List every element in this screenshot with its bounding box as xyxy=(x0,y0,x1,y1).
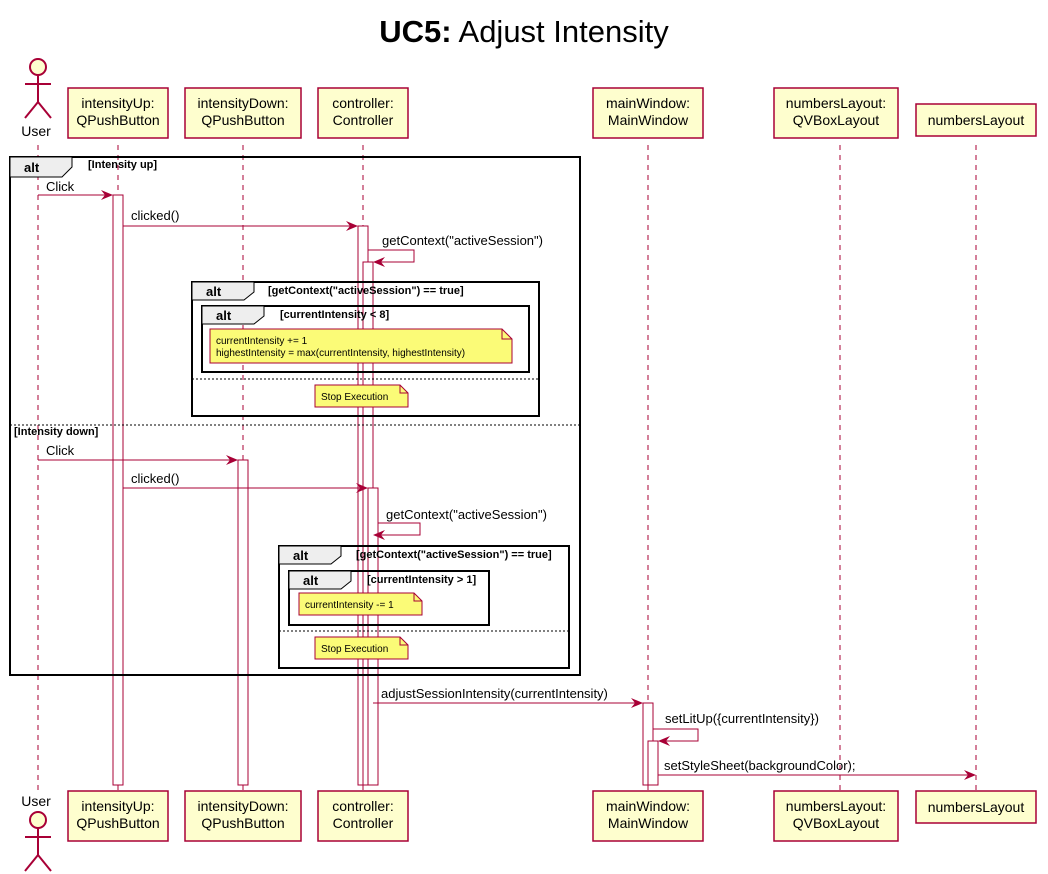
participant-numbers-layout-qvbox: numbersLayout: QVBoxLayout xyxy=(773,790,899,842)
activation-intensity-up xyxy=(112,194,124,786)
participant-numbers-layout-qvbox: numbersLayout: QVBoxLayout xyxy=(773,87,899,139)
outer-frame-tab xyxy=(9,156,73,178)
svg-text:Controller: Controller xyxy=(333,112,394,128)
participant-intensity-down: intensityDown: QPushButton xyxy=(184,87,302,139)
up-alt1-tab xyxy=(191,281,255,301)
up-alt2-label: alt xyxy=(216,308,232,323)
svg-text:intensityDown:: intensityDown: xyxy=(197,95,288,111)
down-alt2-tab xyxy=(288,570,352,590)
actor-user-label: User xyxy=(21,123,51,139)
down-alt2-border xyxy=(288,570,490,626)
up-alt2-border xyxy=(201,305,530,373)
svg-text:controller:: controller: xyxy=(332,95,393,111)
message-label: clicked() xyxy=(131,471,179,486)
svg-text:numbersLayout: numbersLayout xyxy=(928,799,1025,815)
down-decrement-note: currentIntensity -= 1 xyxy=(298,592,423,616)
participant-intensity-down: intensityDown: QPushButton xyxy=(184,790,302,842)
actor-head xyxy=(29,58,47,76)
down-stop-note: Stop Execution xyxy=(314,636,409,660)
outer-guard-down: [Intensity down] xyxy=(14,426,99,438)
down-decrement-note-box xyxy=(298,592,423,616)
svg-text:intensityUp:: intensityUp: xyxy=(81,95,154,111)
participants-bottom: intensityUp: QPushButton intensityDown: … xyxy=(67,790,1037,842)
participant-numbers-layout: numbersLayout xyxy=(915,790,1037,824)
down-alt1-label: alt xyxy=(293,548,309,563)
participant-controller: controller: Controller xyxy=(317,87,409,139)
message-label: adjustSessionIntensity(currentIntensity) xyxy=(381,686,608,701)
outer-guard-up: [Intensity up] xyxy=(88,159,157,171)
actor-user-top: User xyxy=(21,58,52,139)
activation-main-window-nested xyxy=(647,740,659,786)
message-arrow xyxy=(368,249,415,267)
message-label: getContext("activeSession") xyxy=(382,233,543,248)
svg-text:Controller: Controller xyxy=(333,815,394,831)
svg-text:QPushButton: QPushButton xyxy=(201,815,284,831)
up-alt-frame: alt [getContext("activeSession") == true… xyxy=(191,281,540,417)
up-increment-note-box xyxy=(209,328,513,364)
up-alt1-guard: [getContext("activeSession") == true] xyxy=(268,285,464,297)
svg-text:QVBoxLayout: QVBoxLayout xyxy=(793,815,879,831)
participant-intensity-up: intensityUp: QPushButton xyxy=(67,790,169,842)
down-stop-text: Stop Execution xyxy=(321,644,388,655)
svg-text:MainWindow: MainWindow xyxy=(608,815,689,831)
message-arrow xyxy=(653,728,699,746)
svg-text:intensityDown:: intensityDown: xyxy=(197,798,288,814)
message-label: setStyleSheet(backgroundColor); xyxy=(664,758,856,773)
down-decrement-text: currentIntensity -= 1 xyxy=(305,600,394,611)
down-alt-frame: alt [getContext("activeSession") == true… xyxy=(278,545,570,669)
up-increment-line2: highestIntensity = max(currentIntensity,… xyxy=(216,348,465,359)
svg-text:numbersLayout:: numbersLayout: xyxy=(786,798,886,814)
svg-text:QPushButton: QPushButton xyxy=(76,815,159,831)
down-alt1-border xyxy=(278,545,570,669)
actor-head xyxy=(29,811,47,829)
svg-text:numbersLayout:: numbersLayout: xyxy=(786,95,886,111)
down-alt2-guard: [currentIntensity > 1] xyxy=(367,574,476,586)
down-alt1-guard: [getContext("activeSession") == true] xyxy=(356,549,552,561)
message-arrow xyxy=(373,522,421,540)
up-alt1-label: alt xyxy=(206,284,222,299)
actor-user-bottom: User xyxy=(21,793,52,872)
participant-controller: controller: Controller xyxy=(317,790,409,842)
down-stop-note-box xyxy=(314,636,409,660)
up-stop-note: Stop Execution xyxy=(314,384,409,408)
message-label: setLitUp({currentIntensity}) xyxy=(665,711,819,726)
outer-frame-label: alt xyxy=(24,160,40,175)
diagram-title: UC5: Adjust Intensity xyxy=(379,14,669,49)
down-alt2-label: alt xyxy=(303,573,319,588)
up-alt1-border xyxy=(191,281,540,417)
up-increment-line1: currentIntensity += 1 xyxy=(216,336,308,347)
svg-text:mainWindow:: mainWindow: xyxy=(606,798,690,814)
participant-numbers-layout: numbersLayout xyxy=(915,103,1037,137)
participant-main-window: mainWindow: MainWindow xyxy=(592,790,704,842)
svg-text:MainWindow: MainWindow xyxy=(608,112,689,128)
svg-text:QPushButton: QPushButton xyxy=(201,112,284,128)
svg-text:mainWindow:: mainWindow: xyxy=(606,95,690,111)
svg-text:intensityUp:: intensityUp: xyxy=(81,798,154,814)
down-alt1-tab xyxy=(278,545,342,565)
message-label: clicked() xyxy=(131,208,179,223)
svg-text:QPushButton: QPushButton xyxy=(76,112,159,128)
svg-text:controller:: controller: xyxy=(332,798,393,814)
outer-frame-border xyxy=(9,156,581,676)
svg-text:numbersLayout: numbersLayout xyxy=(928,112,1025,128)
participant-main-window: mainWindow: MainWindow xyxy=(592,87,704,139)
participant-intensity-up: intensityUp: QPushButton xyxy=(67,87,169,139)
message-label: Click xyxy=(46,179,75,194)
message-label: getContext("activeSession") xyxy=(386,507,547,522)
up-stop-note-box xyxy=(314,384,409,408)
svg-text:QVBoxLayout: QVBoxLayout xyxy=(793,112,879,128)
outer-alt-frame: alt [Intensity up] [Intensity down] xyxy=(9,156,581,676)
up-stop-text: Stop Execution xyxy=(321,392,388,403)
up-alt2-guard: [currentIntensity < 8] xyxy=(280,309,389,321)
activation-intensity-down xyxy=(237,459,249,786)
messages: Click clicked() getContext("activeSessio… xyxy=(38,179,976,780)
up-increment-note: currentIntensity += 1 highestIntensity =… xyxy=(209,328,513,364)
actor-user-label: User xyxy=(21,793,51,809)
up-alt2-tab xyxy=(201,305,265,325)
participants-top: intensityUp: QPushButton intensityDown: … xyxy=(67,87,1037,139)
message-label: Click xyxy=(46,443,75,458)
